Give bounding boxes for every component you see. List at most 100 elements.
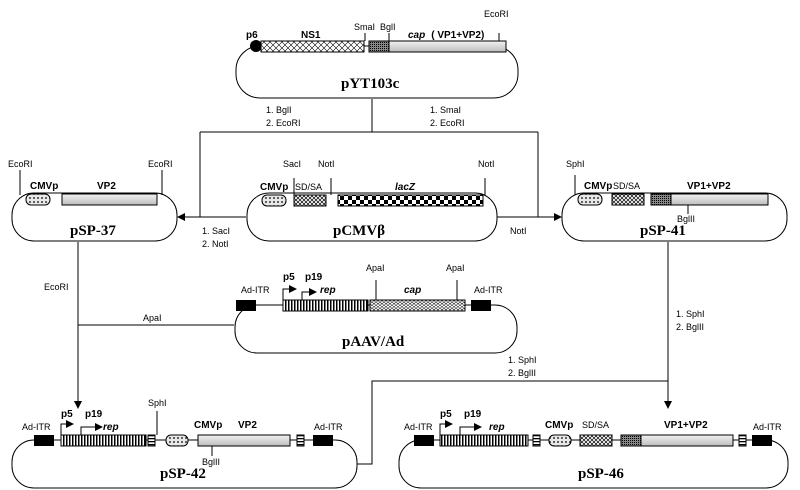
smai-site-label: SmaI <box>354 22 375 32</box>
plasmid-pSP-42: Ad-ITR Ad-ITR p5 p19 rep SphI CMVp VP2 B… <box>11 398 358 489</box>
junction-block <box>620 434 642 447</box>
plasmid-name-pSP-46: pSP-46 <box>578 466 624 482</box>
sphi-label: SphI <box>148 398 167 408</box>
ad-itr-right-label: Ad-ITR <box>474 285 503 295</box>
spacer-box <box>296 434 305 447</box>
step-to-pSP-46b-1: 1. SphI <box>508 355 537 365</box>
p5-label: p5 <box>283 272 295 283</box>
cmv-promoter <box>165 434 189 447</box>
saci-label: SacI <box>283 159 301 169</box>
cap-label: cap <box>404 285 421 296</box>
rep-label: rep <box>320 285 336 296</box>
ad-itr-left <box>236 300 256 311</box>
lacz-label: lacZ <box>395 182 416 193</box>
p19-arrow <box>80 423 103 435</box>
plasmid-name-pAAV-Ad: pAAV/Ad <box>342 334 405 350</box>
cmvp-label: CMVp <box>545 420 573 431</box>
apai-1-label: ApaI <box>366 263 385 273</box>
sdsa-box <box>611 193 645 206</box>
vp2-gene <box>197 434 291 447</box>
cmvp-label: CMVp <box>30 181 58 192</box>
vp2-label: VP2 <box>238 420 257 431</box>
cmvp-label: CMVp <box>194 420 222 431</box>
cmvp-label: CMVp <box>584 181 612 192</box>
rep-gene <box>439 434 529 447</box>
step-to-pSP-46a-2: 2. BglII <box>676 322 704 332</box>
cmv-promoter <box>25 193 51 206</box>
p5-arrow <box>282 285 297 300</box>
cmv-promoter <box>261 194 287 207</box>
step-apai-join: ApaI <box>143 313 162 323</box>
ad-itr-right-label: Ad-ITR <box>314 422 343 432</box>
plasmid-pSP-41: SphI CMVp SD/SA VP1+VP2 BglII pSP-41 <box>561 159 788 242</box>
vp1vp2-label: VP1+VP2 <box>687 181 731 192</box>
cmv-promoter <box>577 193 603 206</box>
p19-label: p19 <box>85 409 103 420</box>
noti-right-label: NotI <box>478 159 495 169</box>
step-left-1: 1. BglI <box>266 105 292 115</box>
ad-itr-right <box>752 435 772 446</box>
plasmid-name-pSP-42: pSP-42 <box>160 466 206 482</box>
ad-itr-left-label: Ad-ITR <box>22 422 51 432</box>
sphi-label: SphI <box>566 159 585 169</box>
junction-block <box>368 40 390 53</box>
p5-label: p5 <box>440 409 452 420</box>
step-to-pSP-37-2: 2. NotI <box>202 239 229 249</box>
svg-text:cap ( VP1+VP2): cap ( VP1+VP2) <box>408 25 484 42</box>
sdsa-box <box>293 194 327 207</box>
rep-gene <box>282 299 369 312</box>
bgli-site-label: BglI <box>380 22 396 32</box>
noti-left-label: NotI <box>318 159 335 169</box>
plasmid-pSP-37: EcoRI EcoRI CMVp VP2 pSP-37 <box>8 159 178 242</box>
cmvp-label: CMVp <box>260 182 288 193</box>
p5-arrow <box>439 420 453 435</box>
ecori-left-label: EcoRI <box>8 159 33 169</box>
sdsa-label: SD/SA <box>613 181 640 191</box>
cap-gene <box>388 40 507 53</box>
rep-label: rep <box>103 422 119 433</box>
vp2-gene <box>61 193 158 206</box>
p5-arrow <box>60 420 74 435</box>
spacer-box <box>532 434 541 447</box>
junction-block <box>650 193 672 206</box>
lacz-gene <box>337 194 484 207</box>
cap-gene <box>369 299 466 312</box>
step-right-2: 2. EcoRI <box>430 118 465 128</box>
sdsa-box <box>579 434 613 447</box>
sdsa-label: SD/SA <box>295 182 322 192</box>
step-to-pSP-37-1: 1. SacI <box>202 226 230 236</box>
ad-itr-left <box>34 435 54 446</box>
sdsa-label: SD/SA <box>582 420 609 430</box>
cmv-promoter <box>548 434 572 447</box>
cap-label: cap <box>408 30 425 41</box>
plasmid-pSP-46: Ad-ITR Ad-ITR p5 p19 rep CMVp SD/SA VP1+… <box>398 409 789 489</box>
rep-gene <box>60 434 147 447</box>
ecori-site-label: EcoRI <box>484 9 509 19</box>
vp1vp2-gene <box>640 434 734 447</box>
plasmid-pYT103c: p6 NS1 SmaI BglI EcoRI cap ( VP1+VP2) pY… <box>235 9 519 99</box>
step-ecori-down: EcoRI <box>44 282 69 292</box>
p19-label: p19 <box>305 272 323 283</box>
bglii-label: BglII <box>677 214 695 224</box>
plasmid-pCMVb: SacI NotI NotI CMVp SD/SA lacZ pCMVβ <box>246 159 498 242</box>
plasmid-name-pSP-41: pSP-41 <box>640 223 686 239</box>
spacer-box <box>147 434 156 447</box>
apai-2-label: ApaI <box>446 263 465 273</box>
ad-itr-right <box>313 435 333 446</box>
plasmid-pAAV-Ad: Ad-ITR Ad-ITR p5 p19 rep ApaI ApaI cap p… <box>234 263 518 354</box>
step-to-pSP-46a-1: 1. SphI <box>676 309 705 319</box>
p5-label: p5 <box>61 409 73 420</box>
vp1vp2-gene <box>670 193 769 206</box>
ad-itr-left <box>414 435 434 446</box>
plasmid-name-pYT103c: pYT103c <box>341 76 400 92</box>
ns1-label: NS1 <box>301 30 321 41</box>
spacer-box <box>738 434 747 447</box>
step-to-pSP-41: NotI <box>510 226 527 236</box>
ad-itr-right <box>471 300 491 311</box>
cap-detail-label: ( VP1+VP2) <box>431 30 484 41</box>
step-right-1: 1. SmaI <box>430 105 461 115</box>
p6-promoter-dot <box>250 40 262 52</box>
p19-arrow <box>301 288 317 300</box>
ns1-gene <box>260 40 365 53</box>
